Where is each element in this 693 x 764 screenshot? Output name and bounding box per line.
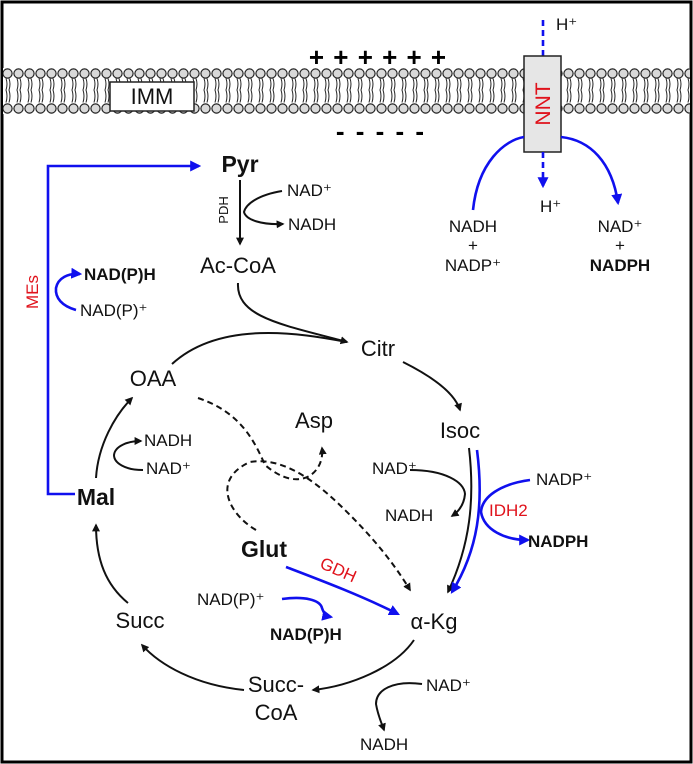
nnt-plus-2: + <box>615 236 625 255</box>
succinyl-coa-synthetase-arrow <box>140 643 245 691</box>
mes-cofactor-arrow <box>54 267 83 312</box>
nnt-transporter: H⁺ NNT H⁺ <box>471 15 618 216</box>
mdh-arrow <box>95 396 134 479</box>
akg-nad: NAD⁺ <box>426 676 471 695</box>
mes-nadph: NAD(P)H <box>84 265 156 284</box>
transamination-dashed-arrow <box>226 460 411 592</box>
pdh-nadh: NADH <box>288 215 336 234</box>
mdh-cofactor-arrow <box>112 437 144 471</box>
idh3-cofactor-arrow <box>409 469 467 517</box>
nnt-product-nad: NAD⁺ <box>598 217 643 236</box>
nnt-substrate-nadp: NADP⁺ <box>445 256 501 275</box>
malic-enzyme-arrow <box>46 160 202 496</box>
metabolite-succcoa-2: CoA <box>255 700 298 725</box>
enzyme-pdh: PDH <box>216 196 231 223</box>
enzyme-mes: MEs <box>23 275 42 309</box>
metabolite-oaa: OAA <box>130 366 177 391</box>
idh2-nadp: NADP⁺ <box>536 470 592 489</box>
inner-mitochondrial-membrane: IMM <box>3 68 690 114</box>
aconitase-arrow <box>402 361 462 412</box>
metabolite-akg: α-Kg <box>411 609 458 634</box>
oaa-to-asp-dashed-arrow <box>197 397 327 481</box>
pdh-nad: NAD⁺ <box>287 181 332 200</box>
gdh-cofactor-arrow <box>281 596 334 621</box>
nnt-reaction-arrow <box>471 135 618 210</box>
nnt-substrate-nadh: NADH <box>449 217 497 236</box>
negative-charge: - - - - - <box>336 116 426 146</box>
idh2-arrow <box>450 449 481 594</box>
isoc-nadh: NADH <box>385 506 433 525</box>
metabolite-pyr: Pyr <box>221 151 258 177</box>
idh3-arrow <box>447 447 473 594</box>
enzyme-idh2: IDH2 <box>489 501 528 520</box>
metabolite-succ: Succ <box>116 608 165 633</box>
mal-nad: NAD⁺ <box>146 459 191 478</box>
proton-inside: H⁺ <box>540 197 561 216</box>
proton-outside: H⁺ <box>556 15 577 34</box>
metabolite-citr: Citr <box>361 336 395 361</box>
metabolite-succcoa-1: Succ- <box>248 672 304 697</box>
imm-label: IMM <box>131 84 174 109</box>
idh2-nadph: NADPH <box>528 532 588 551</box>
nnt-label: NNT <box>532 82 555 125</box>
mal-nadh: NADH <box>144 431 192 450</box>
mes-nadp: NAD(P)⁺ <box>80 301 148 320</box>
citrate-synthase-arrow-accoa <box>236 282 349 345</box>
isoc-nad: NAD⁺ <box>372 459 417 478</box>
metabolite-mal: Mal <box>77 484 115 510</box>
nnt-plus-1: + <box>468 236 478 255</box>
metabolite-asp: Asp <box>295 408 333 433</box>
positive-charge: + + + + + + <box>309 42 447 72</box>
akgdh-cofactor-arrow <box>374 682 423 732</box>
akg-nadh: NADH <box>360 735 408 754</box>
sdh-fumarase-arrow <box>92 523 129 604</box>
gdh-nadp: NAD(P)⁺ <box>197 590 265 609</box>
metabolite-glut: Glut <box>241 536 287 562</box>
metabolite-isoc: Isoc <box>440 418 480 443</box>
gdh-arrow <box>285 565 400 616</box>
metabolite-accoa: Ac-CoA <box>200 253 276 278</box>
imm-label-box <box>109 81 195 112</box>
nnt-product-nadph: NADPH <box>590 256 650 275</box>
gdh-nadph: NAD(P)H <box>270 625 342 644</box>
citrate-synthase-arrow-oaa <box>171 332 348 365</box>
akgdh-arrow <box>311 639 415 694</box>
idh2-cofactor-arrow <box>479 478 531 546</box>
pdh-cofactor-arrow <box>242 190 285 229</box>
